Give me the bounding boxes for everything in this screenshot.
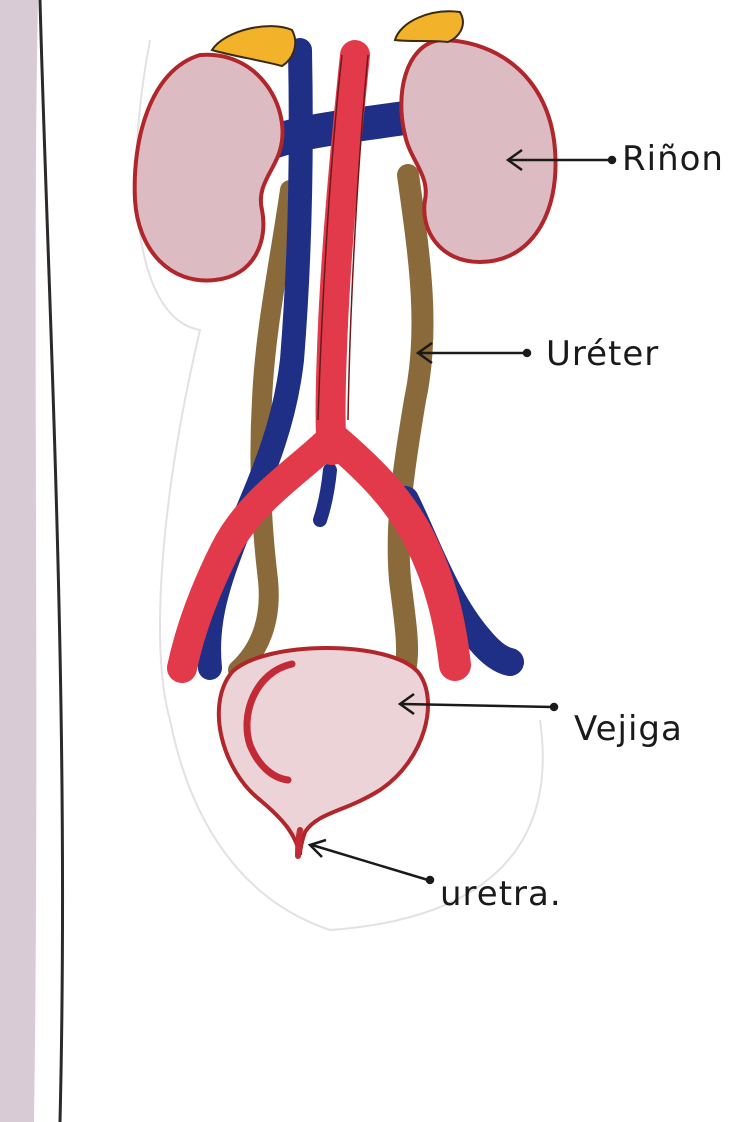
left-margin-shadow	[0, 0, 38, 1122]
label-ureter: Uréter	[546, 334, 659, 374]
left-kidney	[135, 55, 283, 281]
label-uretra: uretra.	[440, 874, 562, 914]
urethra	[298, 830, 300, 856]
label-vejiga: Vejiga	[574, 709, 683, 749]
label-rinon: Riñon	[622, 139, 724, 179]
